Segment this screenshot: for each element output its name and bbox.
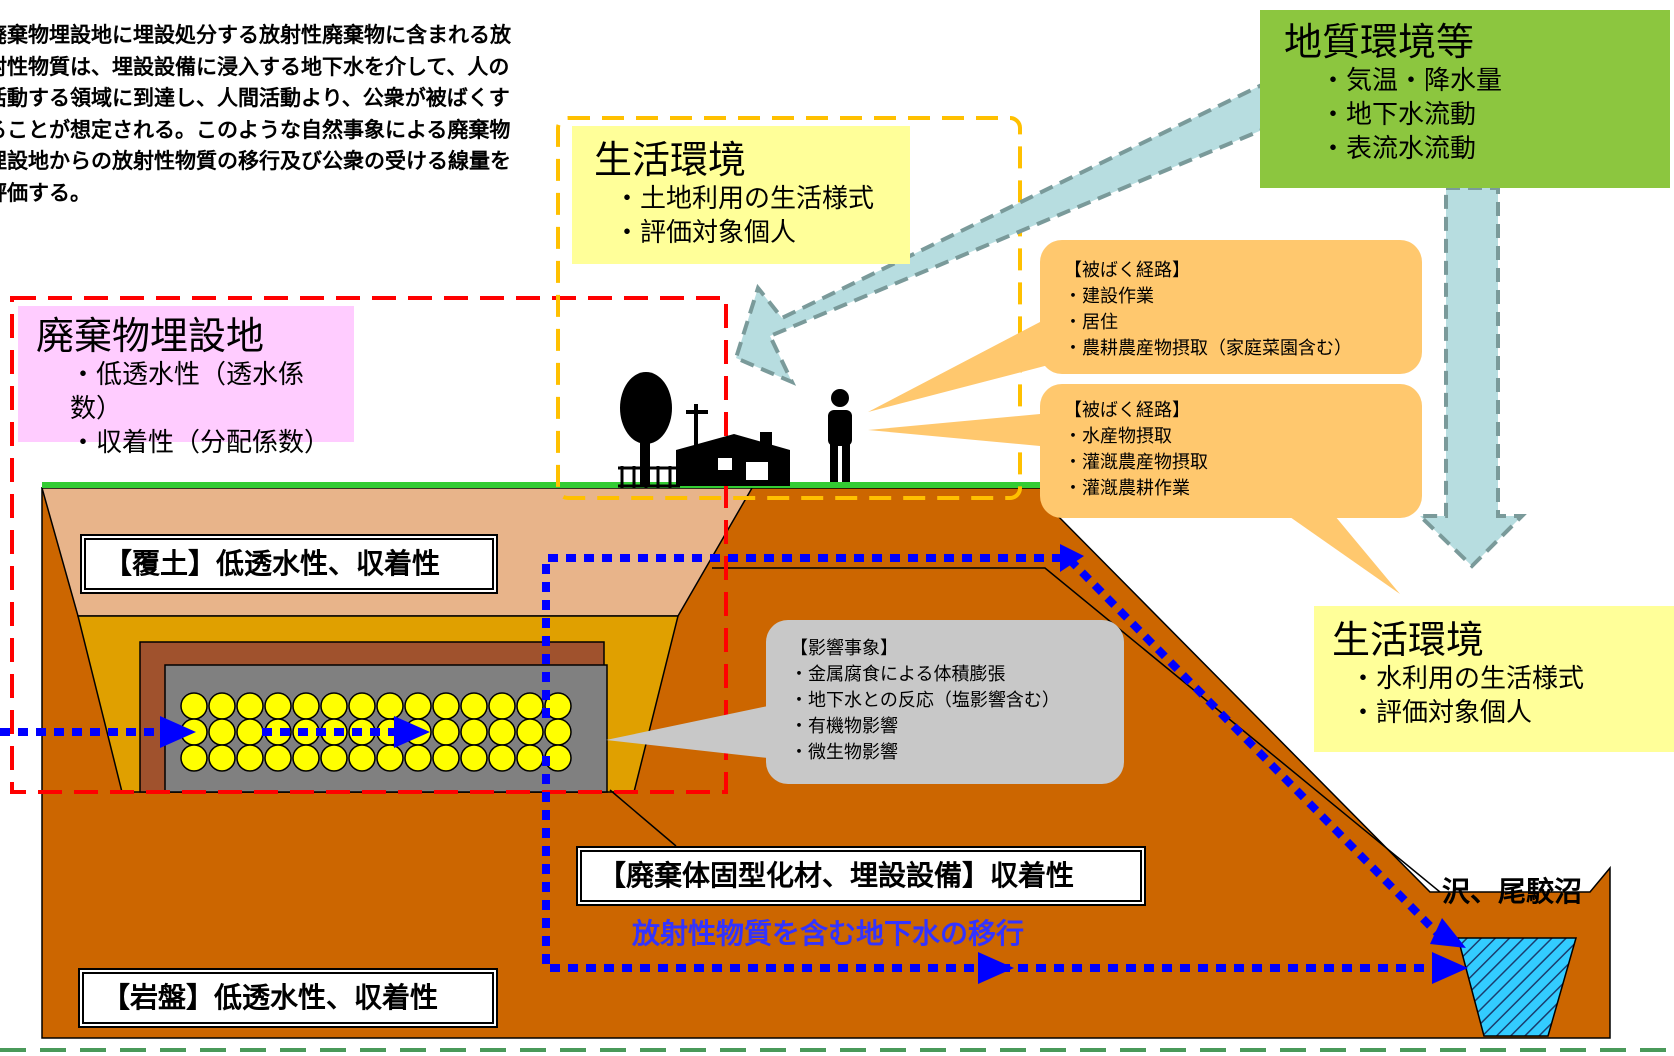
waste-drum [236,718,264,746]
geology-arrow-left [733,77,1272,386]
influence-item: ・金属腐食による体積膨張 [790,664,1006,685]
geology-item: ・表流水流動 [1320,134,1477,164]
influence-tail [606,706,768,758]
disposal-site-title: 廃棄物埋設地 [36,314,265,358]
living-env-top-item: ・評価対象個人 [614,218,797,248]
living-env-right-title: 生活環境 [1332,618,1485,662]
exposure-1-item: ・農耕農産物摂取（家庭菜園含む） [1064,338,1352,359]
exposure-path-2-callout: 【被ばく経路】 ・水産物摂取 ・灌漑農産物摂取 ・灌漑農耕作業 [1040,384,1422,518]
exposure-1-item: ・建設作業 [1064,286,1154,307]
waste-facility-label: 【廃棄体固型化材、埋設設備】収着性 [576,846,1146,906]
flow-arrowheads [160,544,1468,984]
exposure-2-tail [868,414,1040,446]
waste-drum [544,718,572,746]
waste-drum [348,744,376,772]
disposal-site-item: ・低透水性（透水係数） [70,360,305,424]
influence-item: ・有機物影響 [790,716,898,737]
geology-item: ・気温・降水量 [1320,66,1503,96]
facility-leader-line [609,789,677,847]
disposal-site-boundary [10,296,728,794]
waste-drum [236,744,264,772]
cover-soil-label: 【覆土】低透水性、収着性 [80,534,498,594]
intro-text: 廃棄物埋設地に埋設処分する放射性廃棄物に含まれる放射性物質は、埋設設備に浸入する… [0,23,511,205]
living-env-right-item: ・水利用の生活様式 [1350,664,1585,694]
waste-drum [488,718,516,746]
influence-events-callout: 【影響事象】 ・金属腐食による体積膨張 ・地下水との反応（塩影響含む） ・有機物… [766,620,1124,784]
exposure-1-tail [868,322,1060,412]
exposure-2-item: ・水産物摂取 [1064,426,1172,447]
waste-drum [208,692,236,720]
disposal-site-box: 廃棄物埋設地 ・低透水性（透水係数） ・収着性（分配係数） [18,306,354,458]
geology-item: ・地下水流動 [1320,100,1477,130]
waste-drum [432,744,460,772]
waste-drum [516,718,544,746]
influence-header: 【影響事象】 [790,638,898,659]
living-env-top-box: 生活環境 ・土地利用の生活様式 ・評価対象個人 [572,126,910,264]
geology-box: 地質環境等 ・気温・降水量 ・地下水流動 ・表流水流動 [1260,10,1670,188]
swamp-label: 沢、尾駮沼 [1442,875,1583,908]
living-env-right-box: 生活環境 ・水利用の生活様式 ・評価対象個人 [1314,606,1674,752]
waste-drum [460,744,488,772]
waste-drum [376,744,404,772]
living-env-right-item: ・評価対象個人 [1350,698,1533,728]
waste-drum [348,692,376,720]
living-environment-boundary [556,116,1022,500]
living-env-top-title: 生活環境 [594,138,747,182]
groundwater-flow-paths [0,554,1443,972]
waste-drum [292,744,320,772]
waste-drum [404,744,432,772]
waste-drum [208,744,236,772]
waste-drum [320,692,348,720]
exposure-1-item: ・居住 [1064,312,1118,333]
house-icon [676,432,790,486]
waste-drum [516,692,544,720]
waste-drum [180,744,208,772]
waste-drum [264,744,292,772]
exposure-2-header: 【被ばく経路】 [1064,400,1190,421]
waste-drum [488,692,516,720]
waste-drum [208,718,236,746]
disposal-site-item: ・収着性（分配係数） [70,428,331,458]
waste-drum [376,692,404,720]
waste-drum [292,692,320,720]
waste-drum [236,692,264,720]
exposure-path-1-callout: 【被ばく経路】 ・建設作業 ・居住 ・農耕農産物摂取（家庭菜園含む） [1040,240,1422,374]
living-env-top-item: ・土地利用の生活様式 [614,184,875,214]
influence-item: ・微生物影響 [790,742,898,763]
influence-item: ・地下水との反応（塩影響含む） [790,690,1060,711]
exposure-2-item: ・灌漑農産物摂取 [1064,452,1208,473]
waste-drum [488,744,516,772]
groundwater-migration-label: 放射性物質を含む地下水の移行 [632,917,1025,950]
waste-drum [320,744,348,772]
person-icon [828,389,852,482]
waste-drum [516,744,544,772]
waste-drum [264,692,292,720]
geology-arrow-down [1415,186,1527,569]
fence-icon [618,466,680,488]
exposure-2-item: ・灌漑農耕作業 [1064,478,1190,499]
slope-line [712,567,1441,893]
bedrock-label: 【岩盤】低透水性、収着性 [78,968,498,1028]
waste-drum [432,692,460,720]
geology-title: 地質環境等 [1284,20,1475,64]
waste-drum [180,692,208,720]
waste-drum [460,718,488,746]
tree-icon [620,372,672,486]
waste-drum [460,692,488,720]
swamp-water [1457,937,1577,1037]
waste-drum [432,718,460,746]
waste-drum [404,692,432,720]
exposure-1-header: 【被ばく経路】 [1064,260,1190,281]
exposure-2-tail-down [1280,510,1400,594]
